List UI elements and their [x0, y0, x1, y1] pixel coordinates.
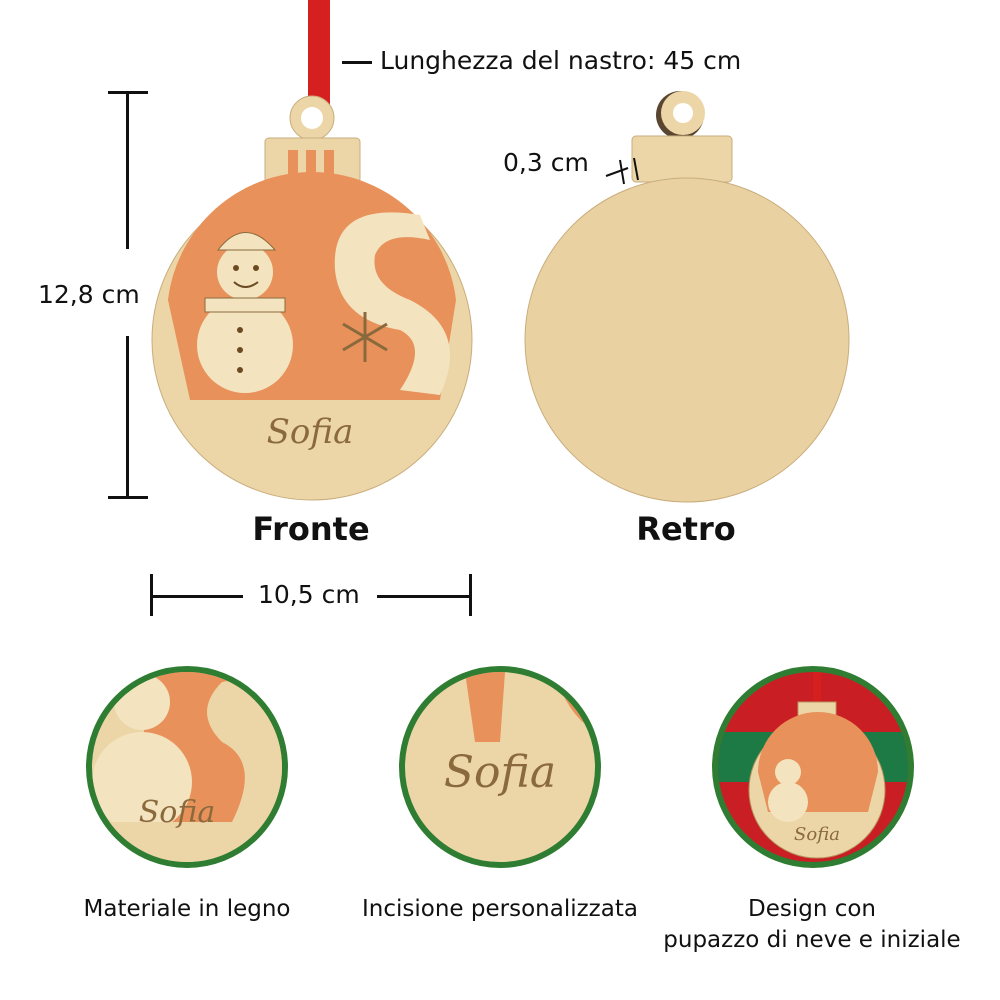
height-dimension-bottom: [108, 496, 148, 499]
engraved-name: Sofia: [139, 795, 216, 830]
thickness-marker: [605, 157, 639, 185]
snowflake-icon: [342, 312, 388, 362]
engraved-name: Sofia: [794, 824, 840, 845]
height-dimension-line: [126, 91, 129, 249]
height-dimension-line: [126, 336, 129, 498]
engraved-name: Sofia: [444, 747, 556, 798]
thickness-label: 0,3 cm: [503, 148, 589, 177]
feature-caption-engraving: Incisione personalizzata: [362, 896, 638, 922]
width-dimension-right: [469, 574, 472, 616]
feature-thumb-engraving: Sofia: [399, 666, 601, 868]
back-title: Retro: [636, 510, 736, 548]
front-ornament: Sofia: [151, 95, 473, 501]
feature-caption-design: Design con pupazzo di neve e iniziale: [647, 894, 977, 956]
height-label: 12,8 cm: [38, 280, 140, 309]
engraved-name: Sofia: [267, 412, 354, 452]
ribbon-dimension-dash: [342, 61, 372, 64]
feature-caption-wood: Materiale in legno: [83, 896, 291, 922]
ornament-illustration: Sofia: [151, 0, 850, 503]
width-dimension-line: [150, 595, 243, 598]
feature-caption-design-line2: pupazzo di neve e iniziale: [663, 927, 961, 953]
feature-thumb-design: Sofia: [712, 666, 914, 868]
back-ornament: [524, 91, 850, 503]
ribbon: [308, 0, 330, 112]
feature-thumb-wood: Sofia: [86, 666, 288, 868]
width-dimension-line: [377, 595, 470, 598]
front-title: Fronte: [252, 510, 370, 548]
feature-caption-design-line1: Design con: [747, 896, 877, 922]
ribbon-length-label: Lunghezza del nastro: 45 cm: [380, 46, 742, 75]
width-label: 10,5 cm: [258, 580, 360, 609]
